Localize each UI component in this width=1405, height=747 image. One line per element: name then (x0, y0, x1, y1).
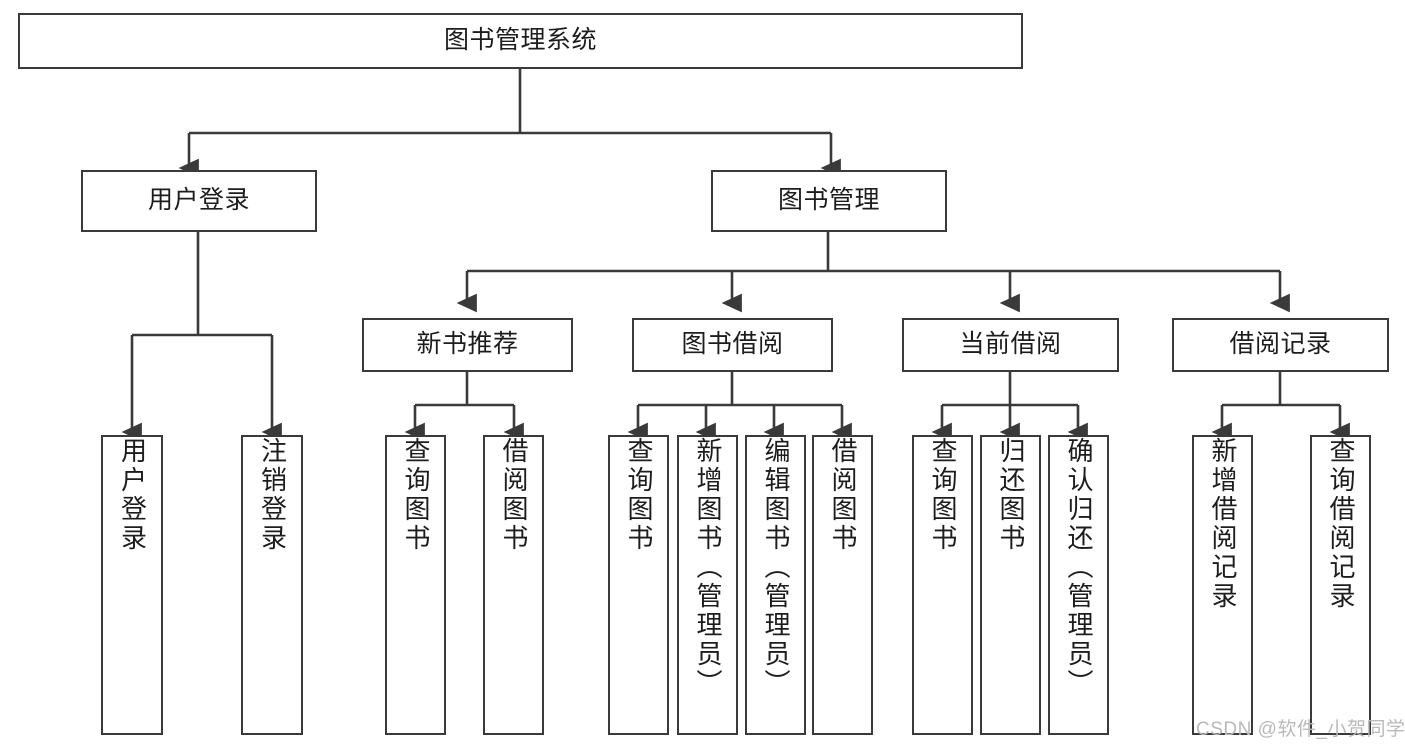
node-label: 新增图书（管理员） (693, 437, 724, 698)
node-label: 确认归还（管理员） (1064, 437, 1095, 698)
node-label: 查询图书 (401, 437, 432, 553)
leaf-book-borrow-edit-book-admin[interactable]: 编辑图书（管理员） (745, 435, 806, 735)
node-new-book-recommendation[interactable]: 新书推荐 (362, 318, 573, 372)
node-label: 借阅图书 (828, 437, 859, 553)
leaf-book-borrow-query-books[interactable]: 查询图书 (608, 435, 669, 735)
node-label: 归还图书 (996, 437, 1027, 553)
node-label: 图书借阅 (681, 330, 784, 359)
leaf-user-login-login[interactable]: 用户登录 (101, 435, 163, 735)
node-label: 当前借阅 (959, 330, 1062, 359)
node-user-login[interactable]: 用户登录 (81, 170, 317, 232)
node-label: 用户登录 (147, 186, 250, 215)
node-label: 编辑图书（管理员） (761, 437, 792, 698)
leaf-new-book-borrow-books[interactable]: 借阅图书 (483, 435, 544, 735)
leaf-book-borrow-borrow-books[interactable]: 借阅图书 (812, 435, 873, 735)
leaf-current-borrow-query-books[interactable]: 查询图书 (912, 435, 973, 735)
leaf-user-login-logout[interactable]: 注销登录 (241, 435, 303, 735)
csdn-watermark: CSDN @软件_小贺同学 (1196, 719, 1405, 740)
node-borrowing-record[interactable]: 借阅记录 (1172, 318, 1389, 372)
node-book-borrowing[interactable]: 图书借阅 (632, 318, 833, 372)
node-label: 图书管理 (777, 186, 880, 215)
node-label: 借阅记录 (1229, 330, 1332, 359)
leaf-book-borrow-add-book-admin[interactable]: 新增图书（管理员） (677, 435, 738, 735)
node-label: 新书推荐 (416, 330, 519, 359)
leaf-borrow-record-query-record[interactable]: 查询借阅记录 (1310, 435, 1371, 735)
node-label: 查询借阅记录 (1326, 437, 1357, 611)
node-label: 借阅图书 (499, 437, 530, 553)
node-label: 图书管理系统 (443, 26, 597, 55)
node-label: 用户登录 (117, 437, 148, 553)
node-label: 新增借阅记录 (1208, 437, 1239, 611)
node-label: 查询图书 (928, 437, 959, 553)
leaf-current-borrow-return-books[interactable]: 归还图书 (980, 435, 1041, 735)
node-current-borrowing[interactable]: 当前借阅 (902, 318, 1119, 372)
leaf-current-borrow-confirm-return-admin[interactable]: 确认归还（管理员） (1048, 435, 1109, 735)
node-label: 注销登录 (257, 437, 288, 553)
node-label: 查询图书 (624, 437, 655, 553)
leaf-new-book-query-books[interactable]: 查询图书 (385, 435, 446, 735)
node-root-library-management-system[interactable]: 图书管理系统 (18, 13, 1023, 69)
leaf-borrow-record-add-record[interactable]: 新增借阅记录 (1192, 435, 1253, 735)
node-book-management[interactable]: 图书管理 (711, 170, 947, 232)
